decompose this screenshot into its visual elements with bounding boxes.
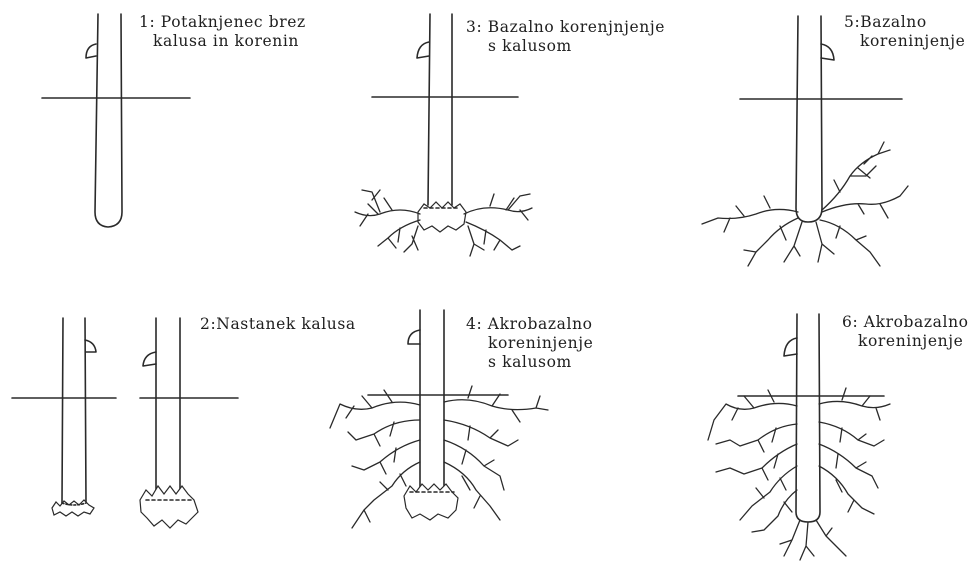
label-stage-4-line-1: 4: Akrobazalno	[466, 315, 593, 334]
bud-2a	[85, 340, 96, 352]
label-stage-4-line-3: s kalusom	[466, 353, 593, 372]
label-stage-3-line-2: s kalusom	[466, 37, 665, 56]
stem-1	[95, 14, 122, 227]
stem-4	[420, 310, 444, 490]
label-stage-6-line-1: 6: Akrobazalno	[842, 313, 969, 332]
label-stage-3: 3: Bazalno korenjnjenje s kalusom	[466, 18, 665, 56]
label-stage-5: 5:Bazalno koreninjenje	[844, 13, 965, 51]
bud-3	[417, 42, 429, 58]
label-stage-6: 6: Akrobazalno koreninjenje	[842, 313, 969, 351]
bud-2b	[143, 352, 156, 366]
callus-4	[404, 484, 458, 520]
label-stage-1-line-2: kalusa in korenin	[139, 32, 306, 51]
cutting-2b-callus-formed	[140, 318, 238, 528]
label-stage-4: 4: Akrobazalno koreninjenje s kalusom	[466, 315, 593, 372]
label-stage-3-line-1: 3: Bazalno korenjnjenje	[466, 18, 665, 37]
callus-2a	[52, 500, 94, 516]
bud-6	[784, 338, 797, 356]
label-stage-1-line-1: 1: Potaknjenec brez	[139, 13, 306, 32]
label-stage-5-line-2: koreninjenje	[844, 32, 965, 51]
stem-2a	[62, 318, 86, 503]
callus-2b	[140, 486, 198, 528]
label-stage-1: 1: Potaknjenec brez kalusa in korenin	[139, 13, 306, 51]
cutting-5-basal-rooting	[702, 16, 908, 266]
bud-4	[408, 330, 420, 344]
label-stage-6-line-2: koreninjenje	[842, 332, 969, 351]
callus-3	[418, 202, 466, 232]
stem-5	[796, 16, 822, 222]
stem-2b	[156, 318, 180, 492]
bud-1	[86, 44, 96, 58]
stem-3	[428, 14, 452, 205]
label-stage-2-line-1: 2:Nastanek kalusa	[200, 315, 356, 334]
cutting-2a-callus-start	[12, 318, 116, 516]
label-stage-2: 2:Nastanek kalusa	[200, 315, 356, 334]
bud-5	[821, 44, 834, 60]
label-stage-5-line-1: 5:Bazalno	[844, 13, 965, 32]
stem-6	[796, 314, 820, 522]
label-stage-4-line-2: koreninjenje	[466, 334, 593, 353]
